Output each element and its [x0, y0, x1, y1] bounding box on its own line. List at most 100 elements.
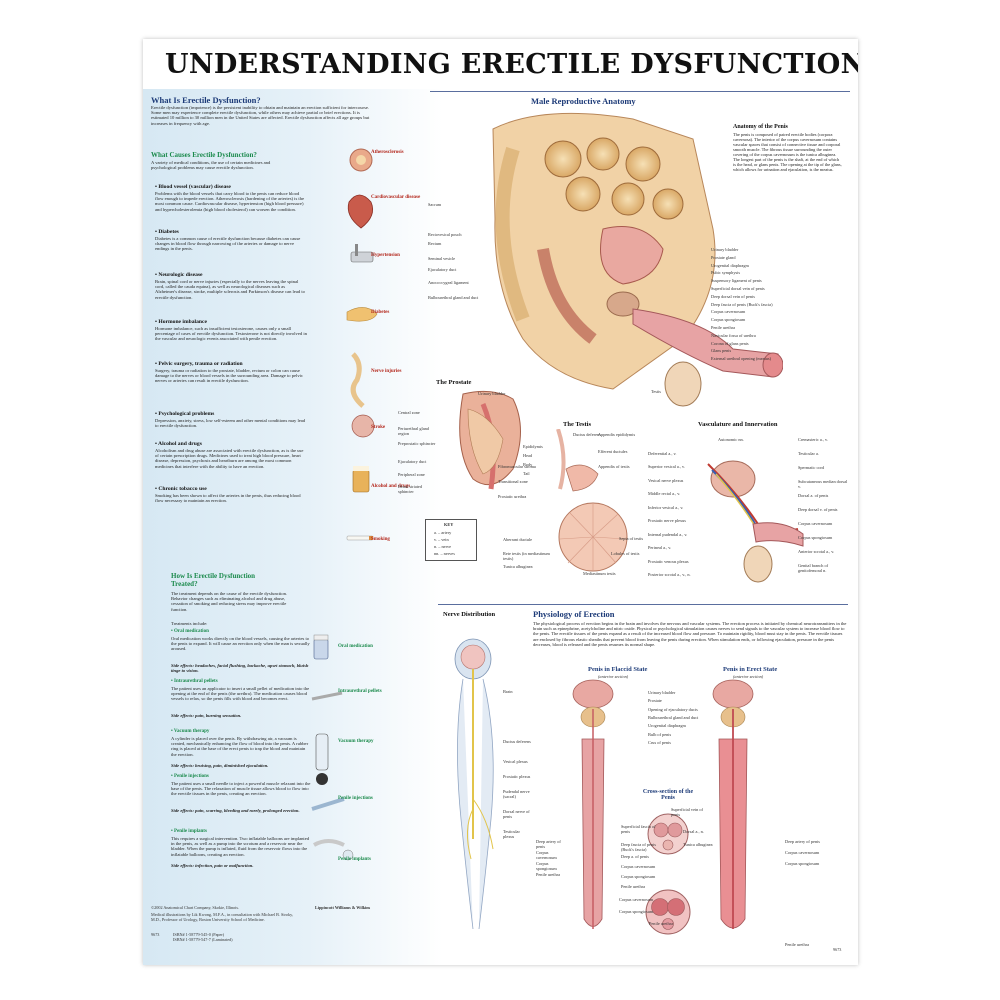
treatment-text: A cylinder is placed over the penis. By … [171, 736, 309, 757]
sagittal-anatomy-illustration [492, 112, 783, 407]
cross-section-label: Deep fascia of penis (Buck's fascia) [621, 842, 656, 852]
key-title: KEY [444, 522, 454, 527]
cause-title: • Diabetes [155, 229, 179, 235]
nerve-label: Vesical plexus [503, 759, 528, 764]
prostate-label: Fibromuscular stroma [498, 464, 536, 469]
cross-section-label: Tunica albuginea [683, 842, 713, 847]
cause-side-label: Atherosclerosis [371, 150, 404, 155]
vasculature-label: Posterior scrotal a., v., n. [648, 572, 691, 577]
prostate-label: Prostatic urethra [498, 494, 527, 499]
footer-code: 9673 [151, 932, 160, 937]
cause-text: Diabetes is a common cause of erectile d… [155, 236, 301, 252]
erect-side-label: Penile urethra [785, 942, 809, 947]
anatomy-left-label: Bulbourethral gland and duct [428, 295, 479, 300]
intestine-loops [544, 137, 684, 220]
anatomy-right-label: Penile urethra [711, 325, 735, 330]
artery-lumen [356, 155, 366, 165]
testis-label: Efferent ductules [598, 449, 628, 454]
anatomy-right-label: Prostate gland [711, 254, 736, 260]
testis-label: Head [523, 453, 533, 458]
cause-side-label: Smoking [371, 537, 390, 542]
poster-title: UNDERSTANDING ERECTILE DYSFUNCTION [165, 49, 858, 80]
treatment-side-effects: Side effects: bruising, pain, diminished… [171, 763, 269, 768]
cigarette-tip [369, 536, 373, 540]
erect-subtitle: (anterior section) [733, 674, 764, 679]
cause-text: Alcoholism and drug abuse are associated… [155, 448, 304, 469]
testis-label: Aberrant ductule [503, 537, 532, 542]
body-outline [457, 678, 494, 930]
blood-pressure-cuff-illustration [350, 251, 374, 263]
cause-side-label: Hypertension [371, 253, 400, 258]
cross-section-illustrations [645, 813, 691, 935]
key-row: a. – artery [434, 530, 452, 535]
erection-center-label: Bulb of penis [648, 731, 672, 737]
testis-label: Tunica albuginea [503, 564, 533, 569]
cuff-gauge [355, 244, 358, 256]
nerve-label: Ductus deferens [503, 739, 531, 744]
causes-illustrations [346, 148, 378, 541]
left-panel-background [143, 89, 443, 965]
vasculature-label: Internal pudendal a., v. [648, 531, 688, 537]
mid-divider [438, 604, 848, 605]
bottom-cross-label: Corpus spongiosum [619, 909, 654, 914]
testis-heading: The Testis [563, 421, 591, 428]
flaccid-side-label: Corpus spongiosum [536, 861, 557, 871]
implant-pump [342, 849, 354, 861]
erection-center-label: Urogenital diaphragm [648, 723, 686, 729]
cross-section-label: Corpus cavernosum [621, 864, 656, 869]
treatment-side-label: Vacuum therapy [338, 739, 374, 744]
vasculature-label: Dorsal a. of penis [798, 493, 829, 498]
treat-include: Treatments include: [171, 621, 208, 626]
cause-text: Hormone imbalance, such as insufficient … [155, 326, 307, 342]
injection-pen-illustration [311, 797, 345, 811]
erect-title: Penis in Erect State [723, 666, 778, 673]
key-row: v. – vein [434, 537, 449, 542]
penis-vasc [752, 522, 804, 547]
nerve-label: Prostatic plexus [503, 774, 531, 779]
anatomy-right-label: Glans penis [711, 348, 732, 354]
testis-label: Testis [651, 389, 661, 394]
cross-section-label: Dorsal a., n. [683, 829, 704, 834]
cause-side-label: Diabetes [371, 310, 390, 315]
vasculature-heading: Vasculature and Innervation [698, 421, 778, 428]
testis-vasc [743, 545, 773, 583]
treatment-text: The patient uses an applicator to insert… [171, 686, 310, 702]
treatment-side-label: Penile implants [338, 857, 371, 862]
prostate-label: Transitional zone [498, 479, 528, 484]
cause-title: • Hormone imbalance [155, 319, 207, 325]
treatment-side-label: Penile injections [338, 796, 373, 801]
penis-anatomy-text: The penis is composed of paired erectile… [733, 132, 842, 172]
cause-side-label: Nerve injuries [371, 369, 402, 374]
anatomy-right-label: Suspensory ligament of penis [711, 278, 762, 284]
anatomy-left-label: Rectum [428, 241, 442, 246]
pill-bottle-illustration [313, 638, 329, 660]
flaccid-side-label: Corpus cavernosum [536, 850, 557, 860]
treatment-text: The patient uses a small needle to injec… [171, 781, 311, 797]
ductus-deferens [556, 429, 566, 490]
anatomy-left-label: Sacrum [428, 202, 442, 207]
anatomy-right-label: Corpus spongiosum [711, 317, 746, 323]
beer-foam [353, 466, 369, 471]
prostate-shape [606, 291, 640, 317]
bottom-cross-label: Penile urethra [649, 921, 673, 926]
cause-side-label: Stroke [371, 425, 386, 430]
prostate-label: Distal striated sphincter [398, 484, 422, 494]
erect-side-label: Corpus spongiosum [785, 861, 820, 866]
sacrum-bone [495, 146, 530, 322]
causes-intro: A variety of medical conditions, the use… [151, 160, 271, 171]
cause-text: Depression, anxiety, stress, low self-es… [155, 418, 306, 429]
vasculature-illustration [707, 460, 804, 583]
treatment-side-effects: Side effects: infection, pain or malfunc… [171, 863, 254, 868]
anatomy-right-label: Deep dorsal vein of penis [711, 293, 755, 299]
anatomy-left-label: Anococcygeal ligament [428, 280, 469, 285]
vasculature-label: Inferior vesical a., v. [648, 504, 684, 510]
heart-illustration [347, 194, 374, 229]
beer-mug-illustration [352, 469, 370, 493]
anatomy-left-label: Ejaculatory duct [428, 267, 457, 272]
vasculature-label: Superior vesical a., v. [648, 464, 685, 469]
testis-shape [664, 361, 702, 407]
vasculature-label: Spermatic cord [798, 465, 825, 470]
flaccid-subtitle: (anterior section) [598, 674, 629, 679]
brain-shape [460, 644, 486, 670]
